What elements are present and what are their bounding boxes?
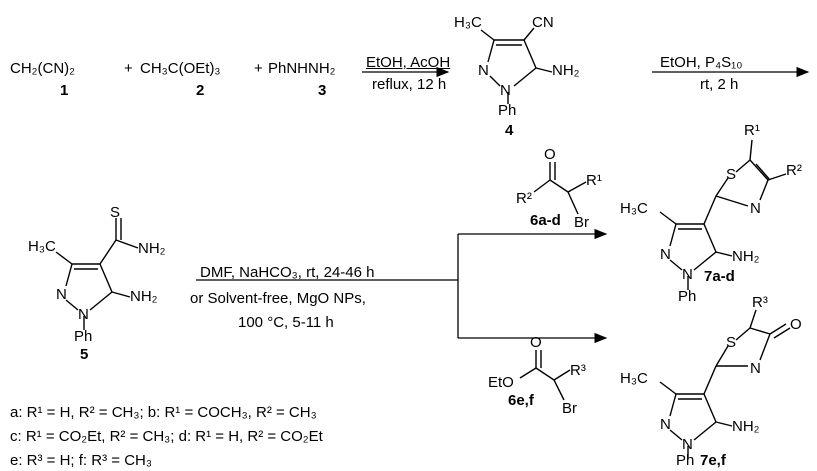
atom-ph-7e-f: Ph — [676, 452, 695, 469]
atom-o-6e-f: O — [530, 334, 542, 351]
atom-n-7a-d-b: N — [682, 266, 693, 283]
condition-step1-reagents: EtOH, AcOH — [366, 54, 451, 71]
atom-h3c-7a-d: H₃C — [620, 200, 648, 217]
atom-s-7e-f: S — [726, 334, 737, 351]
atom-r1-7a-d: R¹ — [744, 122, 760, 139]
atom-n-thiazolone-7e-f: N — [750, 360, 761, 377]
condition-step1-time: reflux, 12 h — [372, 76, 447, 93]
compound-number-4: 4 — [505, 122, 514, 139]
atom-n-thiazole-7a-d: N — [750, 200, 761, 217]
atom-h3c-4: H₃C — [454, 14, 482, 31]
atom-nh2-5: NH₂ — [130, 288, 158, 305]
condition-line1: DMF, NaHCO₃, rt, 24-46 h — [200, 264, 375, 281]
reagent-number-6e-f: 6e,f — [508, 392, 534, 409]
atom-ph-4: Ph — [498, 102, 517, 119]
atom-r3-6e-f: R³ — [570, 362, 586, 379]
reagent-6e-f-structure — [519, 350, 571, 401]
atom-o-7e-f: O — [790, 316, 802, 333]
compound-number-1: 1 — [60, 82, 69, 99]
compound-5-structure — [55, 218, 139, 330]
pyrazole-ring-4 — [480, 27, 553, 104]
atom-o-6a-d: O — [544, 146, 556, 163]
atom-n-7a-d-a: N — [660, 246, 671, 263]
atom-s-7a-d: S — [726, 166, 737, 183]
atom-eto-6e-f: EtO — [488, 374, 514, 391]
reactant-phenylhydrazine: PhNHNH₂ — [268, 60, 336, 77]
atom-n-7e-f-a: N — [660, 416, 671, 433]
reactant-malononitrile: CH₂(CN)₂ — [10, 60, 75, 77]
plus-sign-2: + — [254, 60, 263, 77]
atom-ph-7a-d: Ph — [678, 288, 697, 305]
atom-cn-4: CN — [532, 14, 554, 31]
atom-n-5b: N — [78, 306, 89, 323]
atom-nh2-4: NH₂ — [552, 62, 580, 79]
product-number-7a-d: 7a-d — [704, 268, 735, 285]
plus-sign-1: + — [124, 60, 133, 77]
atom-nh2-7e-f: NH₂ — [732, 418, 760, 435]
condition-step2-reagents: EtOH, P₄S₁₀ — [660, 54, 743, 71]
substituent-line-1: a: R¹ = H, R² = CH₃; b: R¹ = COCH₃, R² =… — [10, 404, 317, 421]
condition-line2: or Solvent-free, MgO NPs, — [190, 290, 366, 307]
compound-number-2: 2 — [196, 82, 205, 99]
substituent-line-2: c: R¹ = CO₂Et, R² = CH₃; d: R¹ = H, R² =… — [10, 428, 323, 445]
reagent-number-6a-d: 6a-d — [530, 212, 561, 229]
atom-nh2-7a-d: NH₂ — [732, 248, 760, 265]
atom-r1-6a-d: R¹ — [586, 172, 602, 189]
atom-n-5a: N — [56, 286, 67, 303]
atom-br-6a-d: Br — [574, 214, 589, 231]
atom-n-4b: N — [500, 82, 511, 99]
atom-s-5: S — [110, 204, 121, 221]
atom-r2-6a-d: R² — [516, 190, 532, 207]
atom-r2-7a-d: R² — [786, 162, 802, 179]
substituent-line-3: e: R³ = H; f: R³ = CH₃ — [10, 452, 152, 469]
product-7e-f-structure — [659, 309, 791, 458]
atom-r3-7e-f: R³ — [752, 294, 768, 311]
condition-line3: 100 °C, 5-11 h — [238, 314, 334, 331]
product-number-7e-f: 7e,f — [700, 452, 726, 469]
atom-n-4a: N — [478, 62, 489, 79]
atom-n-7e-f-b: N — [682, 436, 693, 453]
atom-h3c-5: H₃C — [28, 238, 56, 255]
compound-number-5: 5 — [80, 346, 89, 363]
compound-number-3: 3 — [318, 82, 327, 99]
atom-ph-5: Ph — [74, 328, 93, 345]
product-7a-d-structure — [659, 139, 787, 290]
reagent-6a-d-structure — [533, 162, 587, 215]
condition-step2-time: rt, 2 h — [700, 76, 739, 93]
atom-h3c-7e-f: H₃C — [620, 370, 648, 387]
reactant-triethyl-orthoacetate: CH₃C(OEt)₃ — [140, 60, 221, 77]
atom-nh2-thioamide-5: NH₂ — [138, 240, 166, 257]
atom-br-6e-f: Br — [562, 400, 577, 417]
